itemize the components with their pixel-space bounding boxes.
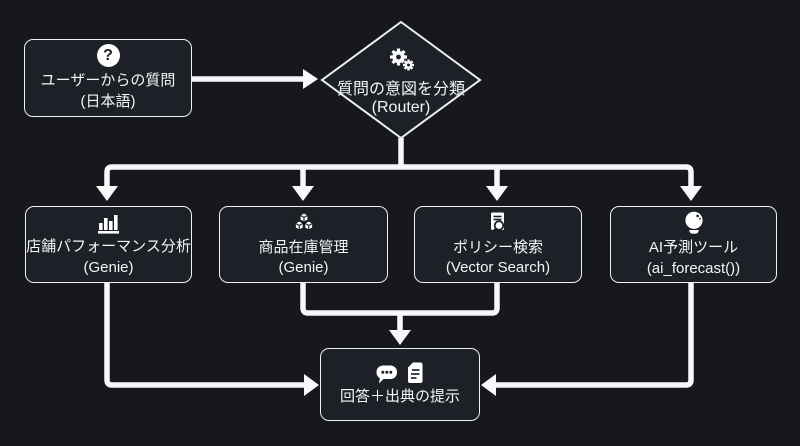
node-label: 商品在庫管理	[258, 238, 349, 256]
node-sublabel: (ai_forecast())	[646, 259, 741, 277]
answer-icons	[375, 361, 425, 385]
bar-chart-icon	[97, 215, 119, 235]
node-inventory: 商品在庫管理 (Genie)	[219, 206, 388, 283]
gears-icon	[389, 48, 414, 71]
chat-bubble-icon	[376, 365, 397, 384]
node-ai-forecast: AI予測ツール (ai_forecast())	[610, 206, 777, 283]
node-sublabel: (Router)	[371, 99, 431, 116]
node-label: ポリシー検索	[452, 238, 543, 256]
cubes-icon	[294, 212, 313, 231]
node-sublabel: (Vector Search)	[445, 259, 551, 276]
node-sublabel: (Genie)	[83, 258, 134, 276]
node-label: 店舗パフォーマンス分析	[26, 238, 191, 256]
node-store-performance: 店舗パフォーマンス分析 (Genie)	[25, 206, 192, 283]
router-diamond-shape	[320, 20, 482, 140]
node-label: AI予測ツール	[648, 239, 739, 257]
node-router: 質問の意図を分類 (Router)	[323, 32, 479, 132]
node-sublabel: (日本語)	[80, 92, 136, 110]
node-label: 質問の意図を分類	[336, 81, 465, 98]
node-answer: 回答＋出典の提示	[320, 348, 480, 421]
node-label: 回答＋出典の提示	[339, 388, 460, 406]
node-label: ユーザーからの質問	[40, 72, 176, 90]
document-icon	[408, 362, 423, 384]
node-sublabel: (Genie)	[278, 259, 329, 276]
node-policy-search: ポリシー検索 (Vector Search)	[414, 206, 582, 283]
crystal-ball-icon	[684, 212, 703, 235]
node-user-question: ? ユーザーからの質問 (日本語)	[24, 39, 192, 117]
document-search-icon	[491, 212, 505, 232]
question-circle-icon: ?	[96, 44, 120, 68]
